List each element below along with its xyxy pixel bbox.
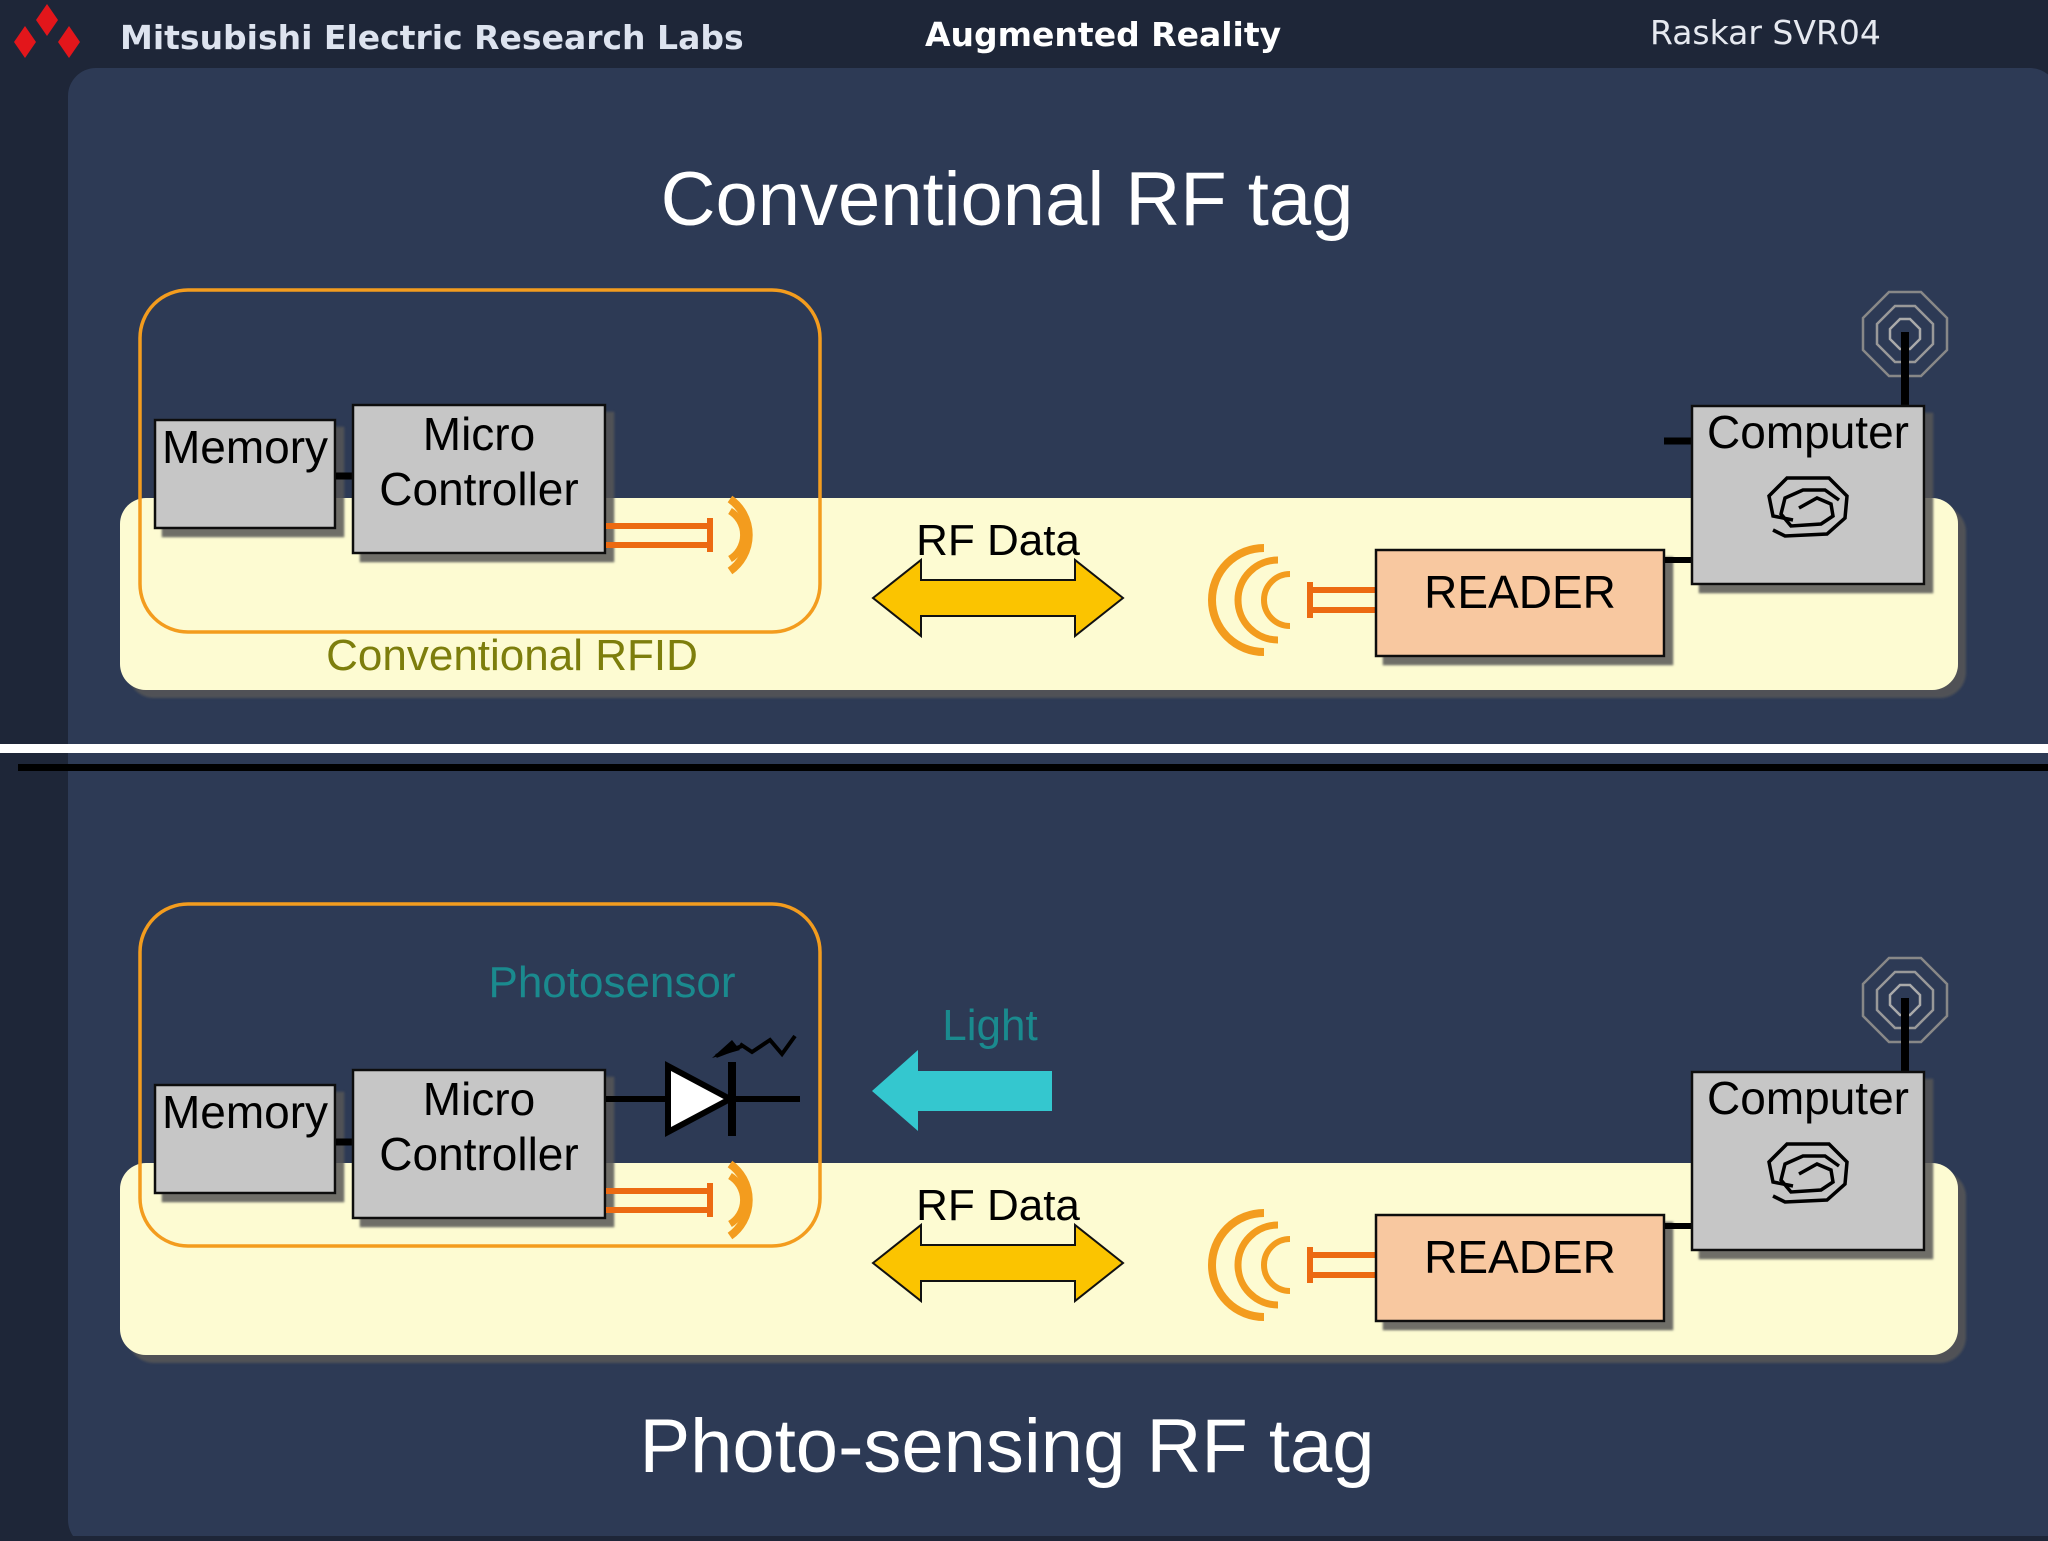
bottom-micro-label-2: Controller — [379, 1128, 578, 1180]
divider-black — [18, 764, 2048, 771]
bottom-computer-box — [1690, 1070, 1926, 1252]
bottom-reader-box — [1374, 1213, 1666, 1323]
top-computer-box — [1690, 404, 1926, 586]
bottom-tag-outline — [138, 902, 822, 1248]
top-micro-label-2: Controller — [379, 463, 578, 515]
bottom-memory-box — [153, 1083, 337, 1195]
top-reader-box — [1374, 548, 1666, 658]
photodiode-icon — [606, 1034, 800, 1137]
top-tag-outline — [138, 288, 822, 634]
top-micro-box — [351, 403, 607, 555]
top-micro-label-1: Micro — [423, 408, 535, 460]
top-rfid-label: Conventional RFID — [326, 631, 698, 680]
top-memory-label: Memory — [162, 421, 328, 473]
photosensor-label: Photosensor — [488, 958, 735, 1007]
slide-reference: Raskar SVR04 — [1650, 13, 1881, 52]
bottom-memory-label: Memory — [162, 1086, 328, 1138]
bottom-title: Photo-sensing RF tag — [639, 1404, 1374, 1489]
bottom-computer-label: Computer — [1707, 1072, 1909, 1124]
light-label: Light — [942, 1001, 1037, 1050]
bottom-micro-label-1: Micro — [423, 1073, 535, 1125]
topic-title: Augmented Reality — [925, 15, 1281, 54]
bottom-micro-box — [351, 1068, 607, 1220]
top-title: Conventional RF tag — [661, 157, 1354, 242]
top-memory-box — [153, 418, 337, 530]
mitsubishi-logo-icon — [14, 4, 80, 58]
top-tag-antenna-icon — [606, 499, 749, 571]
bottom-reader-antenna-icon — [1208, 1209, 1376, 1321]
bottom-rf-data-label: RF Data — [916, 1181, 1080, 1230]
top-rf-data-label: RF Data — [916, 516, 1080, 565]
bottom-reader-label: READER — [1424, 1231, 1616, 1283]
light-arrow-icon — [872, 1050, 1052, 1131]
bottom-tag-antenna-icon — [606, 1164, 749, 1236]
top-computer-label: Computer — [1707, 406, 1909, 458]
top-reader-antenna-icon — [1208, 544, 1376, 656]
top-reader-label: READER — [1424, 566, 1616, 618]
divider-white — [0, 744, 2048, 753]
org-name: Mitsubishi Electric Research Labs — [120, 18, 744, 57]
